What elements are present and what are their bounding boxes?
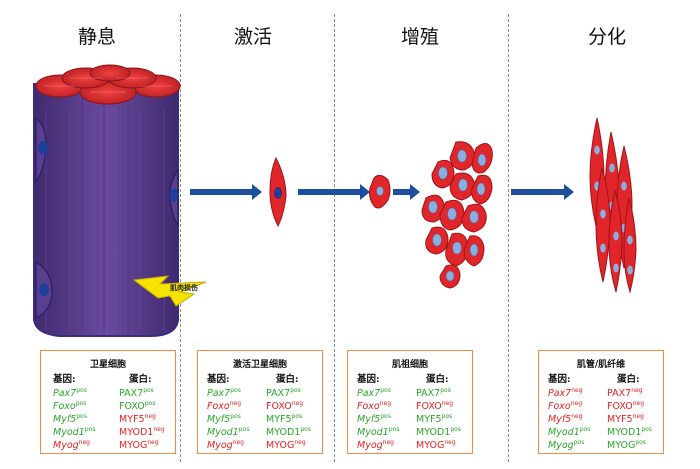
protein-header: 蛋白: [617, 374, 640, 385]
panel-title: 激活卫星细胞 [232, 360, 287, 370]
protein-marker: MYOGneg [119, 439, 159, 451]
injury-bolt-icon [132, 275, 207, 307]
gene-marker: Myod1pos [207, 426, 250, 438]
protein-header: 蛋白: [129, 374, 152, 385]
stage-divider-2 [334, 14, 335, 462]
gene-marker: Foxoneg [548, 400, 583, 412]
panel-title: 肌管/肌纤维 [576, 360, 626, 370]
protein-marker: MYOD1neg [119, 426, 165, 438]
stage-title-differentiation: 分化 [587, 26, 627, 48]
protein-marker: PAX7neg [607, 387, 643, 399]
protein-marker: PAX7pos [119, 387, 154, 399]
gene-marker: Myod1pos [53, 426, 96, 438]
gene-marker: Pax7pos [53, 387, 87, 399]
gene-marker: Myogneg [207, 439, 244, 451]
myoblast-cell [369, 174, 391, 209]
gene-marker: Pax7pos [207, 387, 241, 399]
satellite-cell [35, 260, 53, 319]
gene-marker: Foxopos [53, 400, 87, 412]
protein-header: 蛋白: [426, 374, 449, 385]
satellite-cell [35, 116, 48, 184]
protein-marker: MYOD1pos [416, 426, 461, 438]
gene-header: 基因: [357, 374, 380, 385]
gene-marker: Pax7neg [548, 387, 583, 399]
gene-marker: Pax7pos [357, 387, 391, 399]
satellite-cell [169, 168, 179, 227]
injury-label: 肌肉损伤 [170, 283, 198, 292]
arrow-icon [393, 184, 420, 200]
protein-marker: FOXOpos [119, 400, 156, 412]
stage-divider-3 [508, 14, 509, 462]
protein-marker: PAX7pos [416, 387, 451, 399]
arrow-icon [190, 184, 262, 200]
proliferating-myoblast-cluster [421, 141, 493, 289]
gene-marker: Myf5pos [207, 413, 241, 425]
panel-title: 卫星细胞 [89, 360, 126, 370]
gene-marker: Myogpos [548, 439, 585, 451]
muscle-fiber-bundle [33, 64, 207, 337]
protein-marker: MYOGneg [266, 439, 306, 451]
protein-marker: MYOGneg [416, 439, 456, 451]
protein-header: 蛋白: [276, 374, 299, 385]
activated-satellite-cell [269, 156, 287, 228]
stage-title-proliferation: 增殖 [400, 26, 440, 48]
panel-title: 肌祖细胞 [391, 360, 428, 370]
gene-header: 基因: [548, 374, 571, 385]
stage-title-activation: 激活 [233, 26, 273, 48]
protein-marker: FOXOneg [607, 400, 645, 412]
protein-marker: MYF5pos [266, 413, 303, 425]
gene-marker: Myod1pos [357, 426, 400, 438]
myotube-bundle [589, 117, 637, 294]
stage-divider-1 [180, 14, 181, 462]
gene-marker: Myf5pos [357, 413, 391, 425]
protein-marker: MYOD1pos [266, 426, 311, 438]
arrow-icon [298, 184, 370, 200]
protein-marker: MYOGpos [607, 439, 646, 451]
gene-marker: Myogneg [357, 439, 394, 451]
gene-header: 基因: [53, 374, 76, 385]
gene-header: 基因: [207, 374, 230, 385]
gene-marker: Myod1pos [548, 426, 591, 438]
protein-marker: PAX7pos [266, 387, 301, 399]
protein-marker: MYOD1pos [607, 426, 652, 438]
protein-marker: MYF5neg [119, 413, 156, 425]
gene-marker: Foxoneg [207, 400, 242, 412]
protein-marker: FOXOneg [266, 400, 304, 412]
protein-marker: MYF5pos [416, 413, 453, 425]
protein-marker: MYF5neg [607, 413, 644, 425]
gene-marker: Myogneg [53, 439, 90, 451]
stage-title-quiescent: 静息 [77, 26, 117, 48]
gene-marker: Myf5pos [53, 413, 87, 425]
gene-marker: Foxoneg [357, 400, 392, 412]
arrow-icon [511, 184, 574, 200]
protein-marker: FOXOneg [416, 400, 454, 412]
gene-marker: Myf5neg [548, 413, 583, 425]
